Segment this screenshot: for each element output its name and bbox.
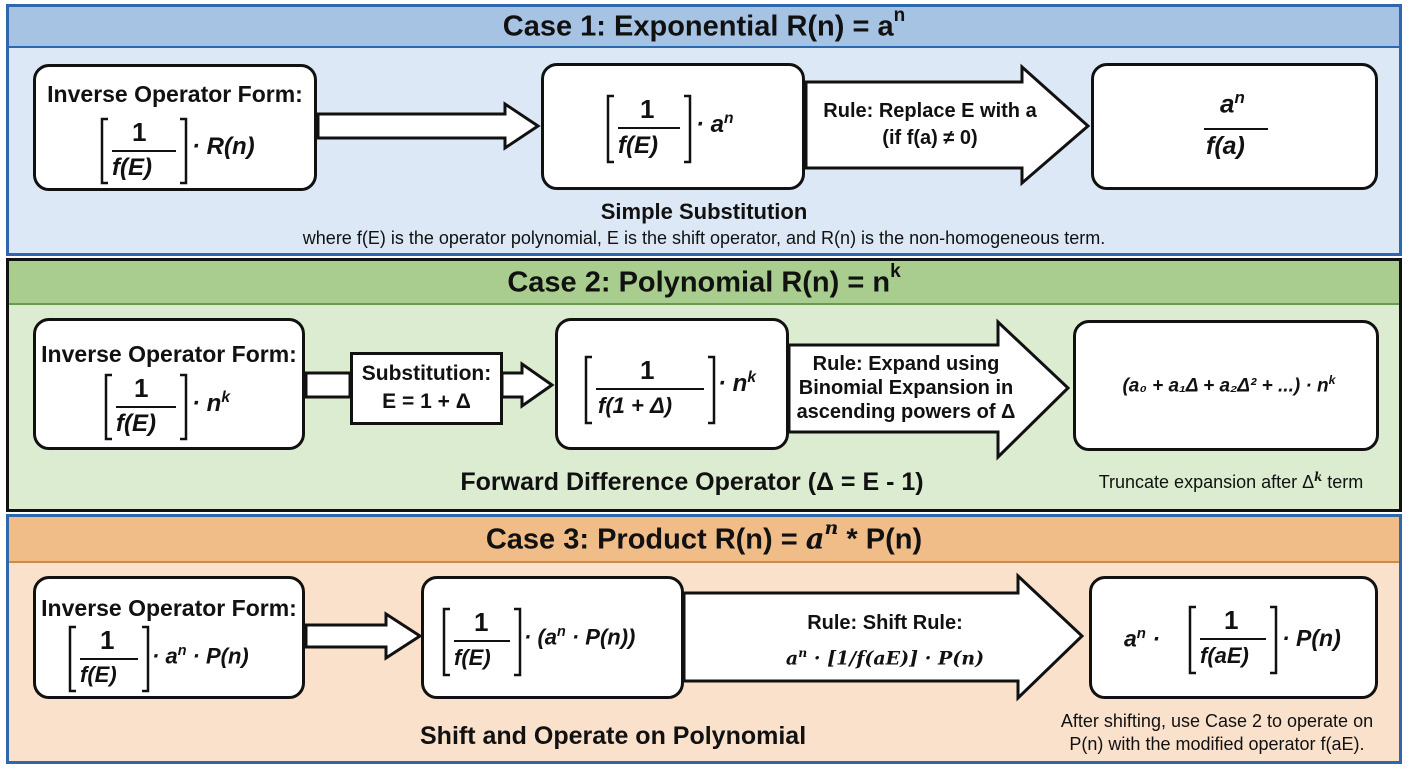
case3-result-prefix: an ·: [1124, 625, 1160, 652]
case1-inverse-form-box: Inverse Operator Form: 1 f(E) · R(n): [33, 64, 317, 191]
case2-substitution-line1: Substitution:: [361, 362, 492, 385]
case2-apply-expr: · nk: [718, 369, 757, 397]
case2-inverse-form-label: Inverse Operator Form:: [41, 341, 297, 367]
case3-arrow-1: [304, 611, 423, 661]
case3-inverse-form-box: Inverse Operator Form: 1 f(E) · an · P(n…: [33, 576, 305, 699]
case2-frac-num: 1: [134, 373, 149, 403]
case2-header: Case 2: Polynomial R(n) = nk: [9, 261, 1399, 305]
case2-apply-den: f(1 + Δ): [598, 393, 673, 418]
case3-header: Case 3: Product R(n) = an * P(n): [9, 517, 1399, 563]
case3-rule-formula: an · [1/f(aE)] · P(n): [785, 645, 985, 670]
case1-caption: Simple Substitution: [600, 199, 808, 224]
case2-rule: Rule: Expand using Binomial Expansion in…: [796, 353, 1016, 423]
case3-note: After shifting, use Case 2 to operate on…: [1060, 711, 1374, 754]
case2-caption: Forward Difference Operator (Δ = E - 1): [460, 468, 924, 496]
case2-note: Truncate expansion after Δk term: [1098, 470, 1364, 492]
case1-header: Case 1: Exponential R(n) = an: [9, 5, 1399, 48]
case2-substitution-box: Substitution: E = 1 + Δ: [350, 352, 503, 425]
case2-frac-den: f(E): [116, 410, 156, 437]
case3-inverse-form-label: Inverse Operator Form:: [41, 595, 297, 621]
case1-apply-den: f(E): [618, 132, 658, 159]
case2-title: Case 2: Polynomial R(n) = nk: [507, 260, 901, 299]
case3-box1-expr: · an · P(n): [152, 643, 249, 669]
case1-rule: Rule: Replace E with a (if f(a) ≠ 0): [823, 100, 1037, 149]
case3-result-post: · P(n): [1282, 625, 1341, 651]
case1-result-den: f(a): [1206, 132, 1245, 160]
case3-rule: Rule: Shift Rule: an · [1/f(aE)] · P(n): [740, 608, 1030, 673]
case1-frac-den: f(E): [112, 154, 152, 181]
case2-inverse-form-formula: [104, 373, 188, 441]
case1-apply-expr: · an: [696, 110, 734, 138]
case3-apply-den: f(E): [454, 645, 491, 670]
case2-apply-num: 1: [640, 355, 655, 385]
case3-apply-box: 1 f(E) · (an · P(n)): [421, 576, 684, 699]
case3-result-formula: [1188, 605, 1278, 675]
case2-inverse-form-box: Inverse Operator Form: 1 f(E) · nk: [33, 318, 305, 450]
case3-frac-den: f(E): [80, 662, 117, 687]
case2-result-box: (a₀ + a₁Δ + a₂Δ² + ...) · nk: [1073, 320, 1379, 451]
case1-arrow-2: [804, 63, 1091, 187]
case2-result-expr: (a₀ + a₁Δ + a₂Δ² + ...) · nk: [1122, 373, 1336, 397]
case3-apply-num: 1: [474, 607, 489, 637]
case1-inverse-form-label: Inverse Operator Form:: [47, 81, 303, 107]
case3-result-den: f(aE): [1200, 643, 1249, 668]
case3-title: Case 3: Product R(n) = an * P(n): [485, 517, 923, 556]
case3-apply-formula: [442, 607, 522, 677]
case3-inverse-form-formula: [68, 625, 150, 693]
case3-result-box: an · 1 f(aE) · P(n): [1089, 576, 1378, 699]
case3-result-num: 1: [1224, 605, 1239, 635]
case3-arrow-2: [682, 572, 1085, 702]
case1-frac-num: 1: [132, 117, 147, 147]
case1-result-bar: [1204, 128, 1268, 130]
case1-result-box: an f(a): [1091, 63, 1378, 190]
case1-box1-expr: · R(n): [192, 133, 255, 160]
case1-title: Case 1: Exponential R(n) = an: [502, 5, 906, 43]
case1-apply-formula: [606, 94, 692, 164]
case3-rule-title: Rule: Shift Rule:: [807, 612, 963, 634]
case2-arrow-2: [500, 361, 555, 409]
case2-substitution-line2: E = 1 + Δ: [382, 390, 471, 413]
case1-apply-num: 1: [640, 94, 655, 124]
case2-arrow-3: [787, 318, 1071, 461]
case2-apply-formula: [584, 355, 716, 425]
case1-apply-box: 1 f(E) · an: [541, 63, 805, 190]
case1-note: where f(E) is the operator polynomial, E…: [302, 228, 1106, 248]
case2-box1-expr: · nk: [192, 389, 231, 417]
case1-arrow-1: [316, 101, 541, 151]
case2-apply-box: 1 f(1 + Δ) · nk: [555, 318, 789, 450]
case3-caption: Shift and Operate on Polynomial: [420, 722, 807, 750]
case1-inverse-form-formula: [100, 117, 188, 185]
case1-result-num: an: [1220, 88, 1245, 119]
case3-apply-expr: · (an · P(n)): [524, 624, 636, 650]
case3-frac-num: 1: [100, 625, 115, 655]
